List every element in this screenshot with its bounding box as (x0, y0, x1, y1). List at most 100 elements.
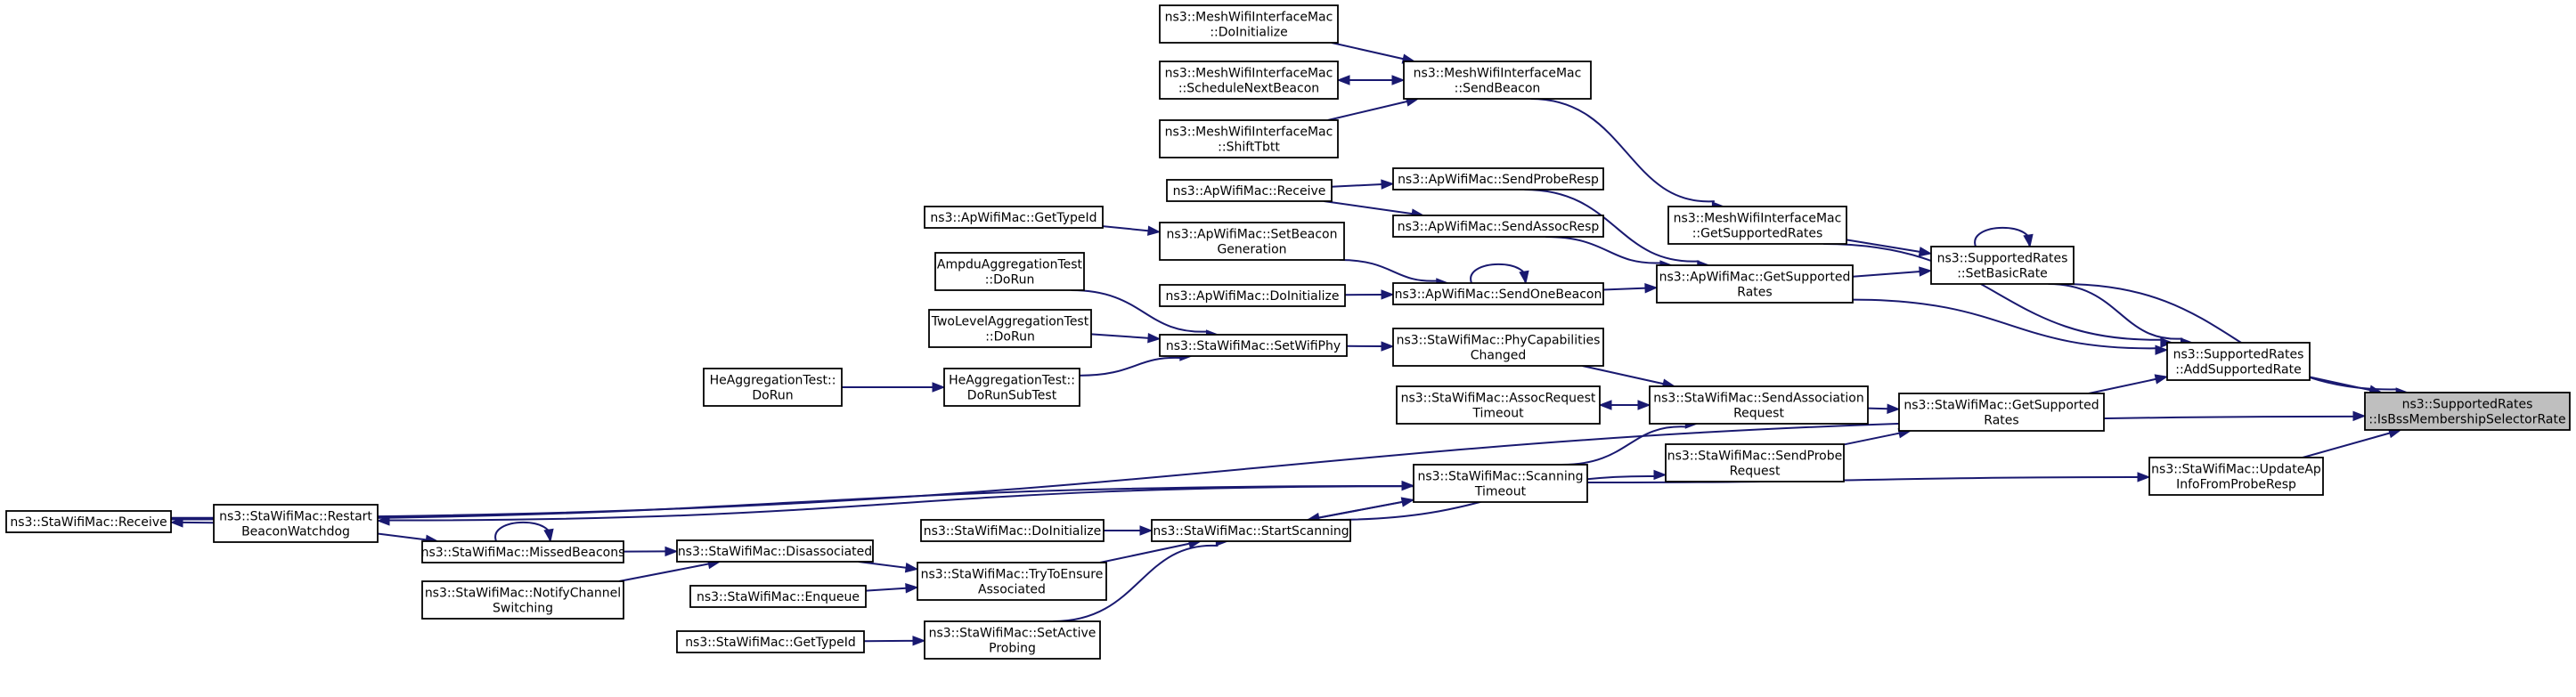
node-label-line: ns3::ApWifiMac::Receive (1173, 184, 1326, 199)
edge-meshSendBeacon-to-meshGetSupp (1530, 98, 1715, 203)
edge-apSetBeacon-to-apSendOneBeacon (1339, 259, 1439, 282)
node-box (1159, 61, 1339, 100)
node-meshDoInit[interactable]: ns3::MeshWifiInterfaceMac::DoInitialize (1159, 4, 1339, 44)
node-apGetSupp[interactable]: ns3::ApWifiMac::GetSupportedRates (1656, 264, 1854, 304)
edge-staRestart-to-staMissed (377, 532, 428, 541)
node-box (1898, 393, 2105, 432)
node-staGetTypeId[interactable]: ns3::StaWifiMac::GetTypeId (676, 630, 865, 653)
node-label-line: ns3::StaWifiMac::MissedBeacons (421, 546, 625, 560)
node-staReceive[interactable]: ns3::StaWifiMac::Receive (5, 510, 172, 533)
edge-staEnqueue-to-staTryEnsure-arrow (905, 583, 919, 594)
node-label-line: Generation (1217, 243, 1286, 257)
node-ampdu[interactable]: AmpduAggregationTest::DoRun (934, 252, 1085, 291)
node-meshGetSupp[interactable]: ns3::MeshWifiInterfaceMac::GetSupportedR… (1667, 206, 1847, 245)
node-root[interactable]: ns3::SupportedRates::IsBssMembershipSele… (2364, 392, 2571, 431)
node-updAp[interactable]: ns3::StaWifiMac::UpdateApInfoFromProbeRe… (2148, 457, 2324, 496)
edge-apSendOneBeacon-to-apGetSupp (1602, 287, 1647, 291)
node-twoLevel[interactable]: TwoLevelAggregationTest::DoRun (928, 309, 1092, 348)
node-box (1396, 385, 1601, 425)
node-apSendOneBeacon[interactable]: ns3::ApWifiMac::SendOneBeacon (1392, 282, 1604, 305)
node-box (1392, 328, 1604, 367)
node-box (924, 206, 1104, 229)
node-staDisassoc[interactable]: ns3::StaWifiMac::Disassociated (676, 539, 874, 563)
node-label-line: ns3::StaWifiMac::AssocRequest (1401, 392, 1596, 406)
node-apGetTypeId[interactable]: ns3::ApWifiMac::GetTypeId (924, 206, 1104, 229)
node-apReceive[interactable]: ns3::ApWifiMac::Receive (1166, 179, 1333, 202)
node-label-line: ns3::StaWifiMac::Scanning (1417, 470, 1583, 484)
node-box (421, 540, 624, 563)
node-apSendProbeResp[interactable]: ns3::ApWifiMac::SendProbeResp (1392, 167, 1604, 190)
node-box (1159, 284, 1346, 307)
node-label-line: ns3::ApWifiMac::GetTypeId (930, 211, 1096, 225)
node-apDoInit[interactable]: ns3::ApWifiMac::DoInitialize (1159, 284, 1346, 307)
edge-apGetTypeId-to-apSetBeacon-arrow (1146, 225, 1162, 236)
node-label-line: TwoLevelAggregationTest (931, 315, 1089, 329)
edge-staScanTimeout-to-staRestart (387, 485, 1414, 522)
node-box (1159, 334, 1348, 357)
node-heSub[interactable]: HeAggregationTest::DoRunSubTest (943, 368, 1080, 407)
edge-staMissed-to-staMissed (494, 521, 551, 542)
edge-apSendOneBeacon-to-apGetSupp-arrow (1644, 282, 1659, 294)
edge-meshGetSupp-to-setBasic (1846, 239, 1921, 253)
edge-staDisassoc-to-staTryEnsure (858, 561, 908, 569)
edge-staRestart-to-staReceive-arrow (169, 517, 183, 528)
node-label-line: ns3::StaWifiMac::SetWifiPhy (1166, 339, 1341, 353)
node-label-line: ns3::ApWifiMac::SendAssocResp (1398, 220, 1600, 234)
node-label-line: ns3::StaWifiMac::PhyCapabilities (1397, 334, 1601, 348)
node-meshShift[interactable]: ns3::MeshWifiInterfaceMac::ShiftTbtt (1159, 119, 1339, 158)
edge-twoLevel-to-staSetWifiPhy-arrow (1147, 333, 1162, 344)
node-label-line: ns3::StaWifiMac::GetTypeId (685, 636, 856, 650)
node-staStartScan[interactable]: ns3::StaWifiMac::StartScanning (1151, 519, 1351, 542)
node-label-line: ::SetBasicRate (1957, 267, 2048, 281)
node-label-line: ns3::StaWifiMac::Enqueue (697, 590, 860, 604)
node-staDoInit[interactable]: ns3::StaWifiMac::DoInitialize (920, 519, 1105, 542)
node-box (676, 539, 874, 563)
node-staMissed[interactable]: ns3::StaWifiMac::MissedBeacons (421, 540, 625, 563)
edge-staSendProbe-to-staGetSupp (1843, 432, 1901, 446)
edge-staSendAssoc-to-staAssocTimeout-arrow (1598, 400, 1612, 410)
node-meshSchedule[interactable]: ns3::MeshWifiInterfaceMac::ScheduleNextB… (1159, 61, 1339, 100)
node-setBasic[interactable]: ns3::SupportedRates::SetBasicRate (1930, 246, 2075, 285)
node-label-line: ns3::StaWifiMac::SetActive (929, 627, 1096, 641)
node-box (917, 562, 1107, 601)
node-label-line: ns3::StaWifiMac::DoInitialize (924, 524, 1101, 539)
edge-staGetSupp-to-addSupp (2088, 377, 2157, 394)
edge-setBasic-to-setBasic-arrow (2023, 233, 2034, 248)
node-label-line: ns3::ApWifiMac::SendOneBeacon (1395, 288, 1602, 302)
node-box (924, 620, 1101, 660)
node-label-line: ::ScheduleNextBeacon (1178, 82, 1319, 96)
edge-heSub-to-staSetWifiPhy (1079, 357, 1182, 377)
edge-setBasic-to-setBasic (1974, 226, 2031, 247)
edge-apSendOneBeacon-to-apSendOneBeacon (1470, 263, 1527, 284)
edge-apSendProbeResp-to-apGetSupp (1524, 189, 1700, 263)
node-label-line: ns3::MeshWifiInterfaceMac (1165, 126, 1333, 140)
node-box (1403, 61, 1592, 100)
node-label-line: ns3::StaWifiMac::StartScanning (1153, 524, 1349, 539)
node-apSendAssocResp[interactable]: ns3::ApWifiMac::SendAssocResp (1392, 215, 1604, 238)
node-box (1392, 215, 1604, 238)
node-addSupp[interactable]: ns3::SupportedRates::AddSupportedRate (2166, 342, 2311, 381)
edge-staMissed-to-staDisassoc-arrow (664, 546, 679, 557)
node-label-line: ns3::SupportedRates (1937, 252, 2068, 266)
node-heDoRun[interactable]: HeAggregationTest::DoRun (703, 368, 843, 407)
node-label-line: InfoFromProbeResp (2176, 478, 2296, 492)
node-staEnqueue[interactable]: ns3::StaWifiMac::Enqueue (689, 585, 867, 608)
node-box (689, 585, 867, 608)
edge-staReceive-to-staScanTimeout (170, 484, 1404, 521)
node-meshSendBeacon[interactable]: ns3::MeshWifiInterfaceMac::SendBeacon (1403, 61, 1592, 100)
node-label-line: Rates (1984, 414, 2018, 428)
node-staSetWifiPhy[interactable]: ns3::StaWifiMac::SetWifiPhy (1159, 334, 1348, 357)
node-staGetSupp[interactable]: ns3::StaWifiMac::GetSupportedRates (1898, 393, 2105, 432)
node-label-line: ns3::SupportedRates (2173, 348, 2304, 362)
node-label-line: ns3::MeshWifiInterfaceMac (1165, 67, 1333, 81)
